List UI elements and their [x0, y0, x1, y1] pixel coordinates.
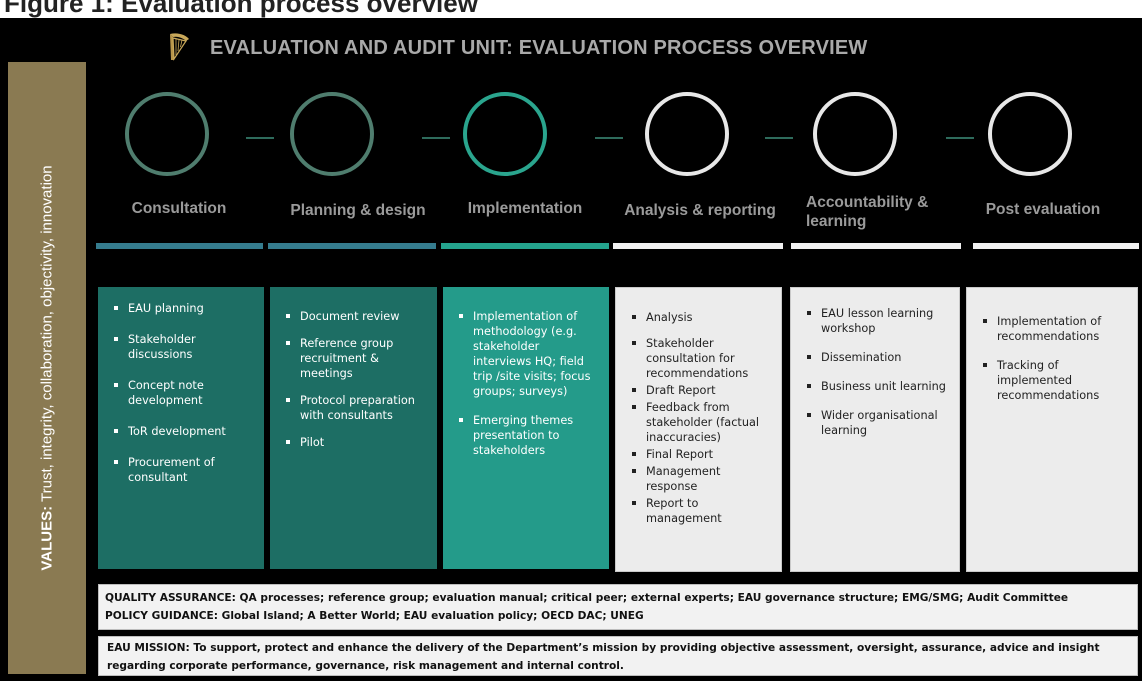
stage-item: Stakeholder discussions	[112, 332, 254, 362]
stage-box-post-evaluation: Implementation of recommendations Tracki…	[966, 287, 1138, 572]
stage-item: Protocol preparation with consultants	[284, 393, 427, 423]
mission-text: EAU MISSION: To support, protect and enh…	[107, 642, 1100, 672]
stage-circle-post-evaluation	[988, 92, 1072, 176]
stage-box-analysis: Analysis Stakeholder consultation for re…	[615, 287, 782, 572]
stage-item: Reference group recruitment & meetings	[284, 336, 427, 381]
stage-label-accountability: Accountability & learning	[806, 194, 929, 230]
page-heading-text: Figure 1: Evaluation process overview	[4, 0, 478, 18]
stage-item: Dissemination	[805, 350, 949, 365]
stage-item: Implementation of recommendations	[981, 314, 1127, 344]
stage-item: Final Report	[630, 447, 771, 462]
stage-item: Implementation of methodology (e.g. stak…	[457, 309, 599, 399]
diagram-title: EVALUATION AND AUDIT UNIT: EVALUATION PR…	[210, 37, 868, 59]
stage-item: EAU lesson learning workshop	[805, 306, 949, 336]
connector-line	[946, 137, 974, 139]
stage-circle-implementation	[463, 92, 547, 176]
stage-item: Procurement of consultant	[112, 455, 254, 485]
stage-item: Tracking of implemented recommendations	[981, 358, 1127, 403]
stage-bar-accountability	[791, 243, 961, 249]
stage-item: Stakeholder consultation for recommendat…	[630, 336, 771, 381]
stage-item: ToR development	[112, 424, 254, 439]
stage-circle-analysis	[645, 92, 729, 176]
stage-item: Draft Report	[630, 383, 771, 398]
stage-label-implementation: Implementation	[467, 200, 583, 217]
quality-assurance-box: QUALITY ASSURANCE: QA processes; referen…	[98, 584, 1138, 630]
harp-logo-icon	[170, 33, 189, 61]
stage-circle-planning	[290, 92, 374, 176]
stage-label-consultation: Consultation	[131, 200, 227, 217]
values-text: VALUES: Trust, integrity, collaboration,…	[39, 68, 56, 668]
stage-label-analysis: Analysis & reporting	[624, 202, 776, 219]
policy-guidance-text: POLICY GUIDANCE: Global Island; A Better…	[105, 610, 644, 622]
stage-bar-analysis	[613, 243, 783, 249]
stage-item: Pilot	[284, 435, 427, 450]
stage-bar-consultation	[96, 243, 263, 249]
stage-label-post-evaluation: Post evaluation	[985, 201, 1101, 218]
connector-line	[422, 137, 450, 139]
quality-assurance-text: QUALITY ASSURANCE: QA processes; referen…	[105, 592, 1069, 604]
stage-item: Wider organisational learning	[805, 408, 949, 438]
connector-line	[765, 137, 793, 139]
stage-circle-consultation	[125, 92, 209, 176]
stage-box-planning: Document review Reference group recruitm…	[270, 287, 437, 569]
values-list: Trust, integrity, collaboration, objecti…	[38, 165, 56, 506]
stage-item: Feedback from stakeholder (factual inacc…	[630, 400, 771, 445]
values-label: VALUES:	[38, 505, 56, 571]
stage-item: Business unit learning	[805, 379, 949, 394]
connector-line	[595, 137, 623, 139]
values-bar	[8, 62, 86, 674]
connector-line	[246, 137, 274, 139]
stage-item: Management response	[630, 464, 771, 494]
stage-item: Document review	[284, 309, 427, 324]
stage-box-implementation: Implementation of methodology (e.g. stak…	[443, 287, 609, 569]
stage-box-accountability: EAU lesson learning workshop Disseminati…	[790, 287, 960, 572]
page-heading: Figure 1: Evaluation process overview	[0, 0, 1142, 18]
stage-item: Concept note development	[112, 378, 254, 408]
stage-bar-post-evaluation	[973, 243, 1139, 249]
stage-box-consultation: EAU planning Stakeholder discussions Con…	[98, 287, 264, 569]
stage-item: Report to management	[630, 496, 771, 526]
stage-circle-accountability	[813, 92, 897, 176]
stage-item: Emerging themes presentation to stakehol…	[457, 413, 599, 458]
stage-bar-planning	[268, 243, 436, 249]
mission-box: EAU MISSION: To support, protect and enh…	[98, 636, 1138, 676]
stage-item: EAU planning	[112, 301, 254, 316]
stage-label-planning: Planning & design	[290, 202, 426, 219]
stage-bar-implementation	[441, 243, 609, 249]
stage-item: Analysis	[630, 310, 771, 325]
